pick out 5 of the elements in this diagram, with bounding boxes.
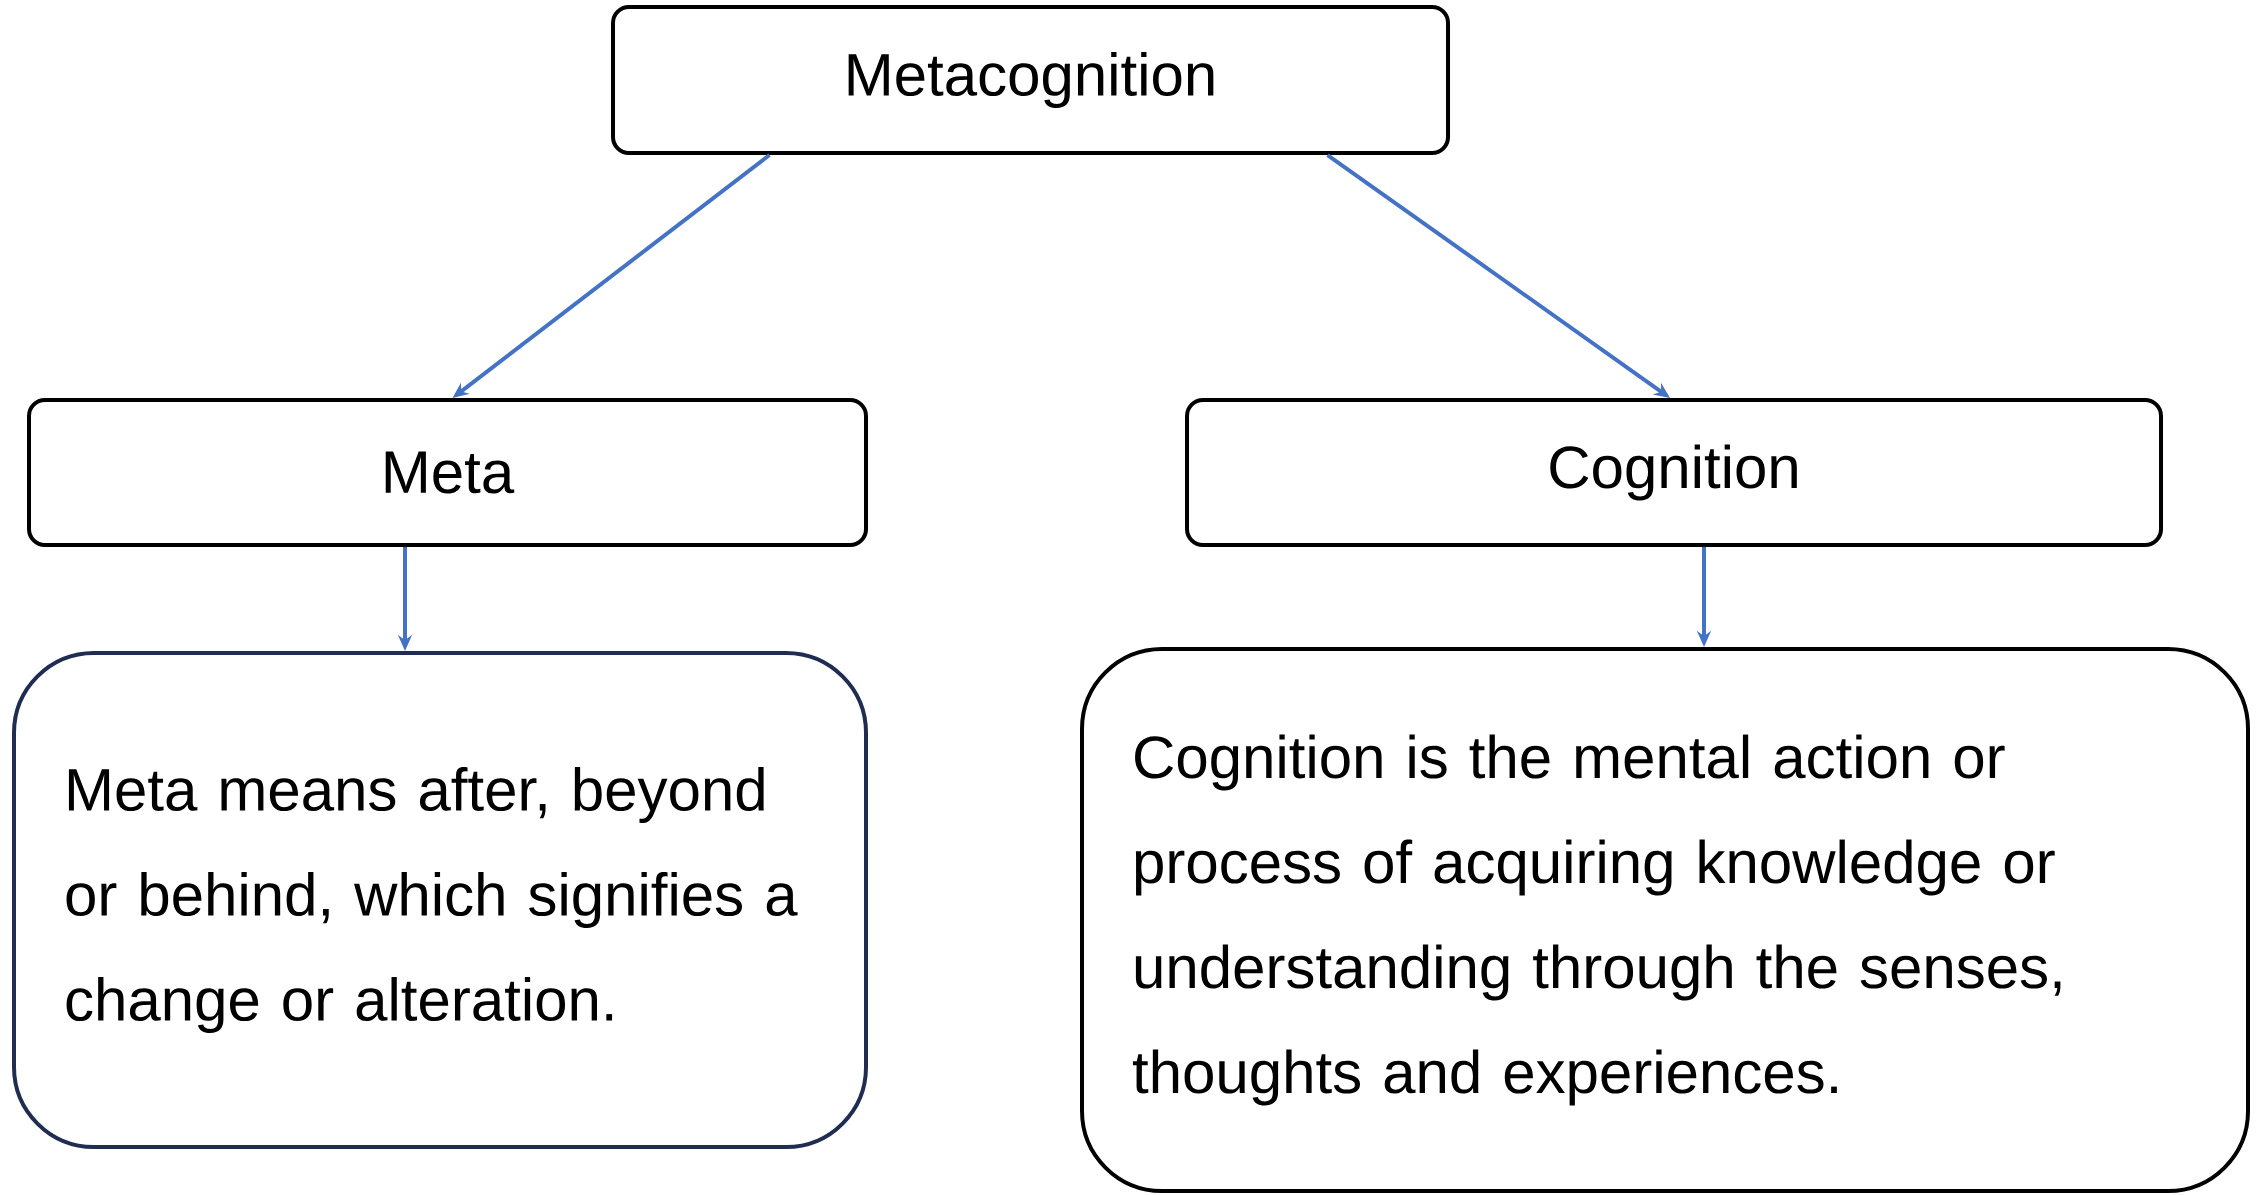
definition-box: Meta means after, beyond or behind, which signifies a change or alteration. <box>12 651 868 1149</box>
term-box: Cognition <box>1185 398 2163 547</box>
definition-box: Cognition is the mental action or process of acquiring knowledge or understanding through the senses, thoughts and experiences. <box>1080 647 2250 1193</box>
term-box: Meta <box>27 398 868 547</box>
title-box: Metacognition <box>611 5 1450 155</box>
